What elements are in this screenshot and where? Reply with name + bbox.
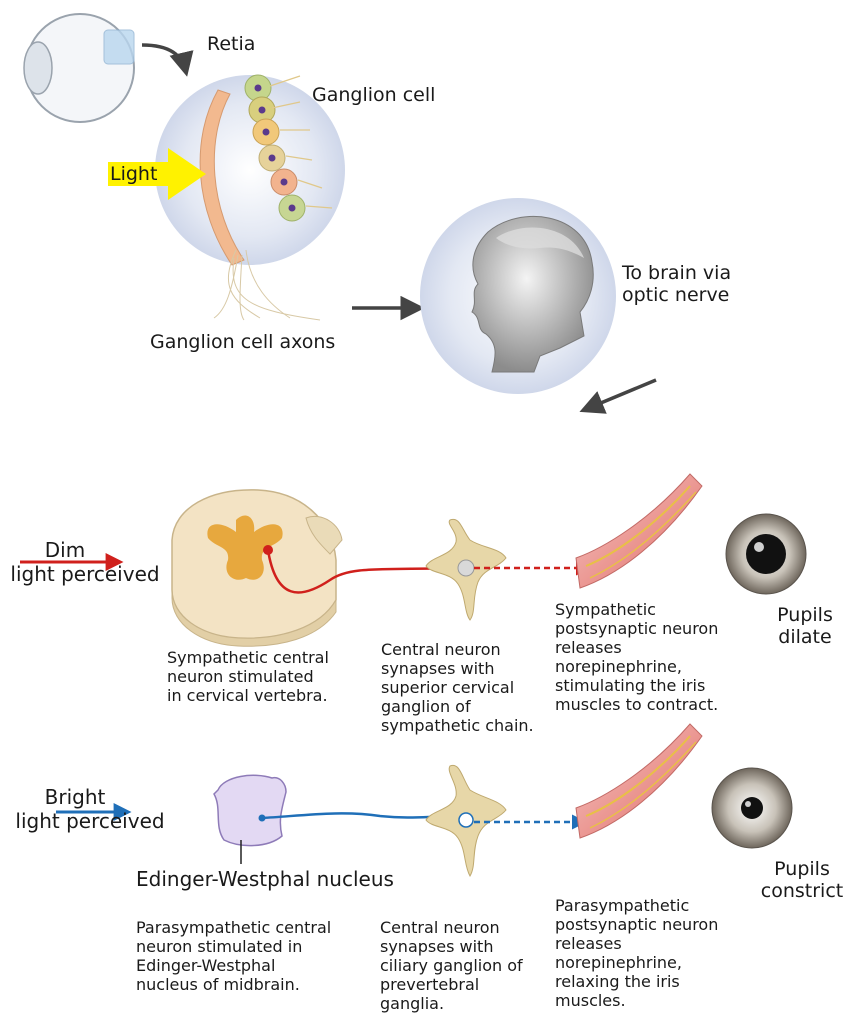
iris-muscle-sympathetic bbox=[576, 474, 702, 588]
bright-light-label: Bright light perceived bbox=[10, 785, 170, 833]
sympathetic-post-caption: Sympathetic postsynaptic neuron releases… bbox=[555, 600, 718, 714]
sympathetic-synapse-caption: Central neuron synapses with superior ce… bbox=[381, 640, 534, 735]
brain-head-illustration bbox=[420, 198, 616, 394]
sympathetic-central-caption: Sympathetic central neuron stimulated in… bbox=[167, 648, 329, 705]
brain-return-arrow bbox=[584, 380, 656, 410]
edinger-westphal-nucleus bbox=[214, 775, 286, 864]
retina-label: Retia bbox=[207, 33, 255, 55]
dim-light-label: Dim light perceived bbox=[0, 538, 170, 586]
parasympathetic-synapse-caption: Central neuron synapses with ciliary gan… bbox=[380, 918, 523, 1013]
eye-to-retina-arrow bbox=[142, 45, 186, 72]
parasympathetic-post-caption: Parasympathetic postsynaptic neuron rele… bbox=[555, 896, 718, 1010]
ciliary-ganglion bbox=[426, 765, 506, 876]
iris-muscle-parasympathetic bbox=[576, 724, 702, 838]
eyeball-illustration bbox=[24, 14, 134, 122]
brain-label: To brain via optic nerve bbox=[622, 262, 731, 306]
sympathetic-neuron-soma bbox=[263, 545, 273, 555]
ganglion-cell-label: Ganglion cell bbox=[312, 84, 435, 106]
pupils-dilate-label: Pupils dilate bbox=[760, 604, 850, 648]
light-label: Light bbox=[108, 163, 159, 185]
spinal-cord-section bbox=[172, 490, 342, 646]
parasympathetic-central-caption: Parasympathetic central neuron stimulate… bbox=[136, 918, 331, 994]
retina-illustration bbox=[155, 75, 345, 320]
dilated-pupil-eye bbox=[726, 514, 806, 594]
ganglion-axons-label: Ganglion cell axons bbox=[150, 331, 335, 353]
parasympathetic-neuron-soma bbox=[259, 815, 266, 822]
pupils-constrict-label: Pupils constrict bbox=[752, 858, 852, 902]
constricted-pupil-eye bbox=[712, 768, 792, 848]
superior-cervical-ganglion bbox=[426, 519, 506, 620]
edinger-westphal-label: Edinger-Westphal nucleus bbox=[136, 867, 394, 891]
